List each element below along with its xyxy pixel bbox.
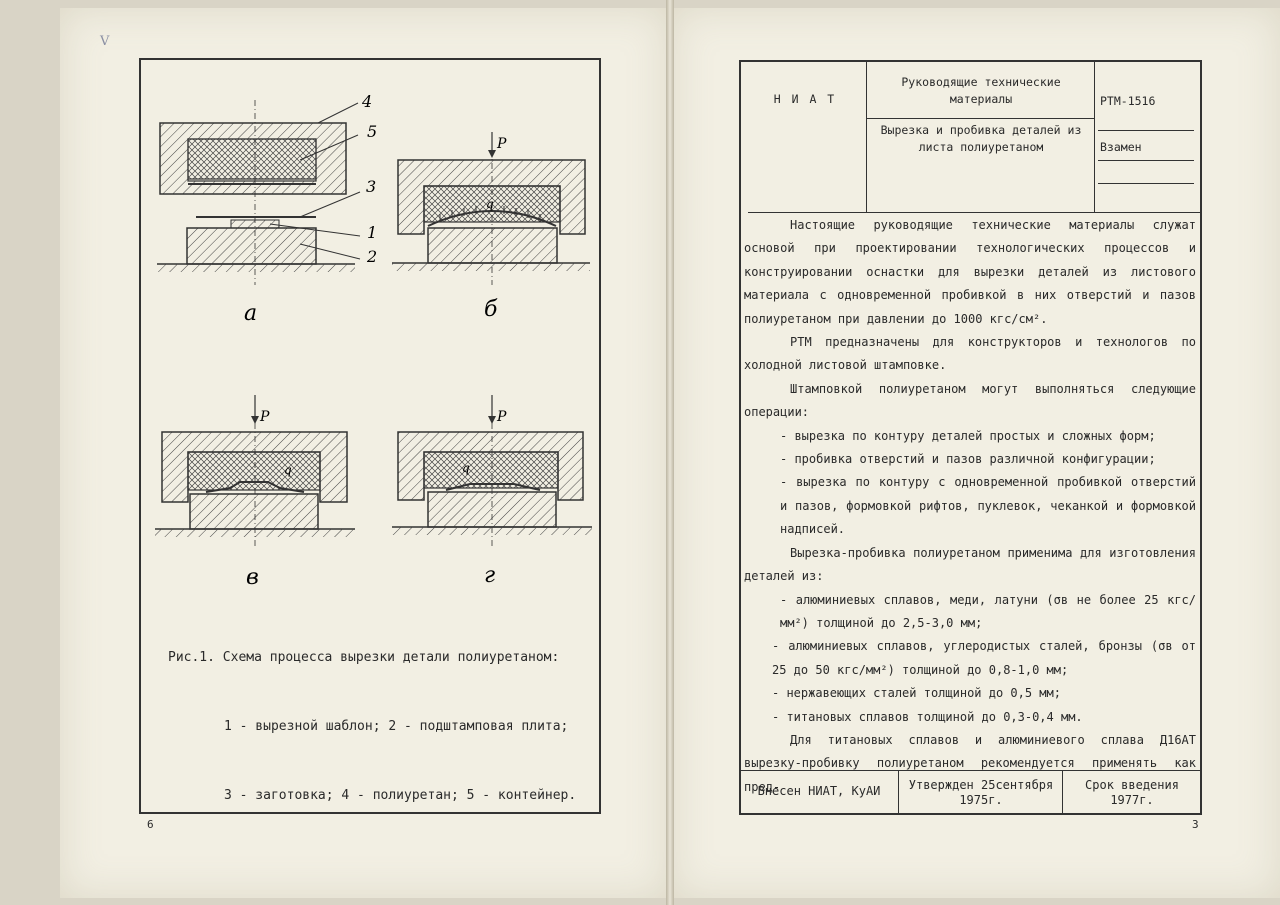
- figure-v: P q в: [155, 395, 355, 590]
- header-bottom-line: [748, 212, 1200, 213]
- header-title: Вырезка и пробивка деталей из листа поли…: [880, 123, 1082, 154]
- footer-submitted: Внесен НИАТ, КуАИ: [757, 784, 881, 798]
- corner-check-mark: V: [100, 34, 110, 49]
- figure-label-v: в: [246, 565, 259, 590]
- book-spine: [666, 0, 674, 905]
- callout-1: 1: [367, 223, 377, 242]
- list-item-3: - вырезка по контуру с одновременной про…: [780, 475, 1196, 537]
- code-underline: [1098, 130, 1194, 131]
- paragraph-4: Вырезка-пробивка полиуретаном применима …: [744, 545, 1196, 584]
- footer-approved: Утвержден 25сентября 1975г.: [908, 778, 1054, 807]
- caption-line-2: 1 - вырезной шаблон; 2 - подштамповая пл…: [224, 719, 569, 734]
- callout-2: 2: [366, 247, 377, 266]
- figure-label-a: а: [244, 301, 257, 326]
- paragraph-2: РТМ предназначены для конструкторов и те…: [744, 335, 1196, 373]
- figure-b: P q б: [392, 132, 590, 322]
- document-body: Настоящие руководящие технические матери…: [744, 214, 1196, 799]
- callout-3: 3: [366, 177, 376, 196]
- document-frame: [739, 60, 1202, 815]
- page-number-right: 3: [1192, 818, 1199, 831]
- list-item-5: - алюминиевых сплавов, углеродистых стал…: [772, 639, 1196, 677]
- header-row-divider: [866, 118, 1094, 119]
- header-org: Н И А Т: [773, 92, 837, 106]
- footer-divider-1: [898, 770, 899, 815]
- list-item-1: - вырезка по контуру деталей простых и с…: [780, 428, 1156, 443]
- page-number-left: 6: [147, 818, 154, 831]
- callout-5: 5: [367, 122, 377, 141]
- figure-label-b: б: [484, 297, 498, 322]
- header-replaces: Взамен: [1100, 140, 1142, 154]
- paragraph-1: Настоящие руководящие технические матери…: [744, 218, 1196, 326]
- caption-line-3: 3 - заготовка; 4 - полиуретан; 5 - конте…: [224, 788, 577, 803]
- list-item-6: - нержавеющих сталей толщиной до 0,5 мм;: [772, 686, 1061, 701]
- pressure-label-g: q: [462, 461, 470, 475]
- header-divider-2: [1094, 60, 1095, 212]
- figure-a: 4 5 3 1 2 а: [157, 92, 377, 326]
- force-label-b: P: [496, 136, 507, 152]
- header-doc-code: РТМ-1516: [1100, 94, 1156, 108]
- callout-4: 4: [361, 92, 372, 111]
- footer-top-line: [739, 770, 1202, 771]
- force-label-g: P: [496, 409, 507, 425]
- pressure-label-v: q: [284, 463, 292, 477]
- paragraph-5: Для титановых сплавов и алюминиевого спл…: [744, 732, 1196, 794]
- figure-label-g: г: [484, 563, 495, 588]
- footer-divider-2: [1062, 770, 1063, 815]
- replaces-underline-1: [1098, 160, 1194, 161]
- right-page: [672, 8, 1280, 898]
- list-item-4: - алюминиевых сплавов, меди, латуни (σв …: [780, 592, 1196, 630]
- list-item-7: - титановых сплавов толщиной до 0,3-0,4 …: [772, 709, 1083, 724]
- figure-frame: [139, 58, 601, 814]
- pressure-label-b: q: [486, 197, 494, 211]
- footer-effective: Срок введения 1977г.: [1085, 778, 1179, 807]
- figure-caption: Рис.1. Схема процесса вырезки детали пол…: [168, 600, 576, 830]
- header-category: Руководящие технические материалы: [901, 75, 1061, 106]
- list-item-2: - пробивка отверстий и пазов различной к…: [780, 452, 1156, 467]
- header-divider-1: [866, 60, 867, 212]
- paragraph-3: Штамповкой полиуретаном могут выполнятьс…: [744, 381, 1196, 420]
- caption-line-1: Рис.1. Схема процесса вырезки детали пол…: [168, 650, 560, 665]
- force-label-v: P: [259, 409, 270, 425]
- figure-g: P q г: [392, 395, 592, 588]
- replaces-underline-2: [1098, 183, 1194, 184]
